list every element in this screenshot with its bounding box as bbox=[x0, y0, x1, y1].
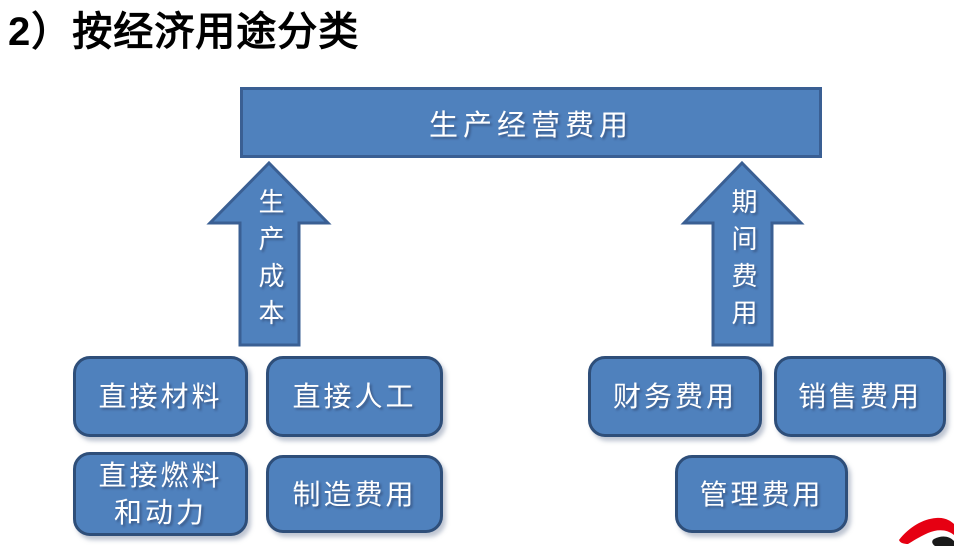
up-arrow-right bbox=[680, 160, 805, 347]
box-selling-expense: 销售费用 bbox=[774, 356, 946, 437]
slide-title: 2）按经济用途分类 bbox=[8, 10, 360, 54]
box-production-operating-expense: 生产经营费用 bbox=[240, 87, 822, 158]
box-direct-fuel-and-power: 直接燃料 和动力 bbox=[73, 452, 248, 536]
box-direct-labor: 直接人工 bbox=[266, 356, 443, 437]
arrow-label-production-cost: 生产成本 bbox=[255, 188, 285, 336]
up-arrow-left bbox=[206, 160, 332, 347]
box-manufacturing-overhead: 制造费用 bbox=[266, 455, 443, 533]
red-swoosh-logo bbox=[899, 517, 954, 546]
box-admin-expense: 管理费用 bbox=[675, 455, 848, 533]
arrow-label-period-expense: 期间费用 bbox=[728, 188, 758, 336]
box-direct-materials: 直接材料 bbox=[73, 356, 248, 437]
box-label: 生产经营费用 bbox=[428, 109, 633, 142]
box-financial-expense: 财务费用 bbox=[588, 356, 762, 437]
